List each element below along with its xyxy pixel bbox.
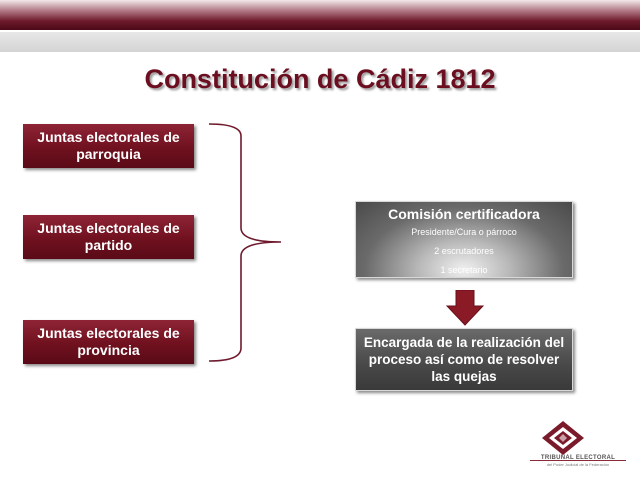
- logo-text: TRIBUNAL ELECTORAL: [540, 455, 616, 461]
- commission-title: Comisión certificadora: [388, 206, 540, 222]
- down-arrow-icon: [446, 290, 484, 326]
- commission-member: Presidente/Cura o párroco: [411, 227, 517, 237]
- logo-divider: [530, 460, 626, 461]
- commission-member: 2 escrutadores: [434, 246, 494, 256]
- tribunal-logo-icon: [542, 421, 584, 455]
- box-juntas-provincia: Juntas electorales de provincia: [23, 320, 194, 364]
- header-stripe: [0, 32, 640, 52]
- commission-member: 1 secretario: [440, 265, 488, 275]
- box-juntas-partido: Juntas electorales de partido: [23, 215, 194, 259]
- box-juntas-parroquia: Juntas electorales de parroquia: [23, 124, 194, 168]
- grouping-brace: [208, 123, 282, 362]
- slide-title: Constitución de Cádiz 1812: [144, 64, 496, 94]
- commission-box: Comisión certificadora Presidente/Cura o…: [355, 201, 573, 278]
- header-band: [0, 0, 640, 30]
- logo-subtext: del Poder Judicial de la Federación: [546, 462, 610, 467]
- task-box: Encargada de la realización del proceso …: [355, 328, 573, 391]
